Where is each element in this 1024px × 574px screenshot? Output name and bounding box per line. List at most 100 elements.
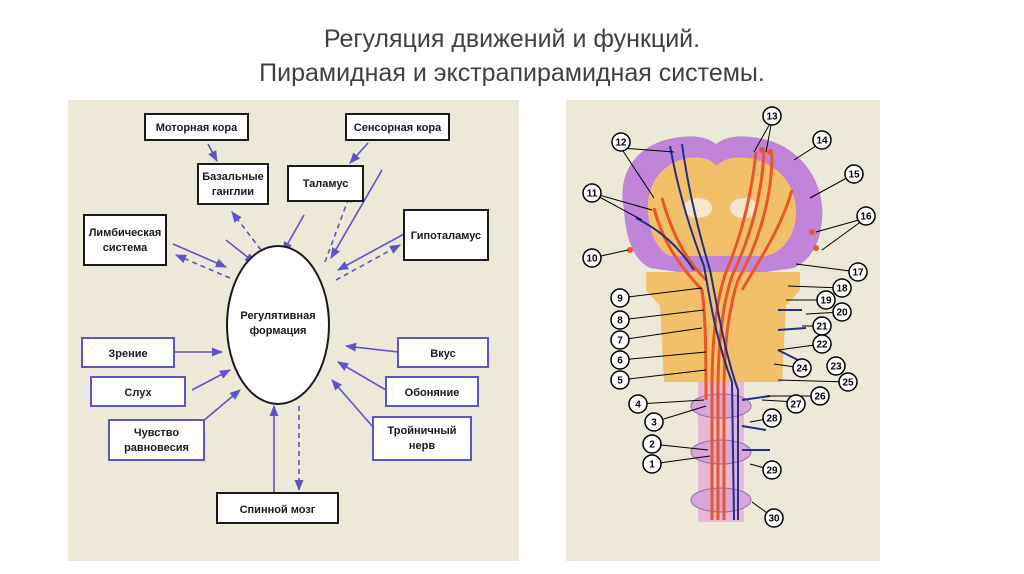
callout-circle <box>582 183 602 203</box>
basal-ganglia-label-1: Базальные <box>202 171 264 183</box>
callout-circle <box>832 278 852 298</box>
callout-26: 26 <box>810 386 830 406</box>
trigeminal-label-1: Тройничный <box>387 425 456 437</box>
extrapyramidal-tract <box>635 143 807 521</box>
trigeminal-nerve-box: Тройничный нерв <box>372 416 472 461</box>
callout-circle <box>642 434 662 454</box>
callout-28: 28 <box>762 408 782 428</box>
callout-circle <box>810 386 830 406</box>
callout-circle <box>838 372 858 392</box>
callout-14: 14 <box>812 130 832 150</box>
balance-box: Чувство равновесия <box>108 419 205 461</box>
callout-circle <box>792 358 812 378</box>
callout-number: 13 <box>766 112 778 123</box>
callout-circle <box>611 132 631 152</box>
callout-13: 13 <box>762 106 782 126</box>
center-label-1: Регулятивная <box>240 310 315 322</box>
vision-label: Зрение <box>108 348 147 360</box>
callout-27: 27 <box>786 394 806 414</box>
callout-number: 15 <box>848 170 860 181</box>
callout-circle <box>582 248 602 268</box>
hearing-label: Слух <box>124 387 152 399</box>
motor-cortex-label: Моторная кора <box>156 122 238 134</box>
diagram-canvas: Регулятивная формация Моторная кора Сенс… <box>81 113 489 524</box>
callout-number: 4 <box>635 400 641 411</box>
anatomy-callouts: 1234567891011121314151617181920212223242… <box>582 106 876 528</box>
limbic-system-box: Лимбическая система <box>83 214 167 266</box>
callout-12: 12 <box>611 132 631 152</box>
callout-circle <box>826 356 846 376</box>
ventricle-right <box>730 198 758 218</box>
reticular-formation-diagram: Регулятивная формация Моторная кора Сенс… <box>68 100 519 561</box>
callout-number: 24 <box>796 364 808 375</box>
callout-number: 12 <box>615 138 627 149</box>
callout-number: 25 <box>842 378 854 389</box>
callout-number: 21 <box>816 322 828 333</box>
callout-9: 9 <box>610 288 630 308</box>
basal-ganglia-box: Базальные ганглии <box>197 163 269 205</box>
callout-circle <box>610 310 630 330</box>
balance-label-2: равновесия <box>124 442 189 454</box>
smell-label: Обоняние <box>405 387 460 399</box>
callout-number: 2 <box>649 440 655 451</box>
callout-number: 22 <box>816 340 828 351</box>
callout-20: 20 <box>832 302 852 322</box>
callout-circle <box>762 408 782 428</box>
callout-circle <box>812 130 832 150</box>
callout-16: 16 <box>856 206 876 226</box>
callout-22: 22 <box>812 334 832 354</box>
callout-circle <box>644 412 664 432</box>
spinal-cord-label: Спинной мозг <box>240 504 316 516</box>
callout-7: 7 <box>610 330 630 350</box>
callout-circle <box>816 290 836 310</box>
title-line-1: Регуляция движений и функций. <box>323 25 701 53</box>
slide-title: Регуляция движений и функций. Пирамидная… <box>0 22 1024 90</box>
callout-number: 1 <box>649 460 655 471</box>
callout-number: 29 <box>766 466 778 477</box>
callout-number: 27 <box>790 400 802 411</box>
taste-box: Вкус <box>397 337 489 368</box>
title-line-2: Пирамидная и экстрапирамидная системы. <box>259 59 765 87</box>
hypothalamus-label: Гипоталамус <box>411 230 481 242</box>
callout-29: 29 <box>762 460 782 480</box>
callout-circle <box>610 370 630 390</box>
center-label-2: формация <box>250 325 307 337</box>
callout-leaders <box>591 119 867 519</box>
sensory-cortex-box: Сенсорная кора <box>345 113 450 141</box>
callout-6: 6 <box>610 350 630 370</box>
callout-number: 10 <box>586 254 598 265</box>
callout-circle <box>610 288 630 308</box>
callout-5: 5 <box>610 370 630 390</box>
callout-circle <box>764 508 784 528</box>
callout-number: 17 <box>852 268 864 279</box>
callout-3: 3 <box>644 412 664 432</box>
basal-ganglia-label-2: ганглии <box>212 186 254 198</box>
callout-15: 15 <box>844 164 864 184</box>
callout-17: 17 <box>848 262 868 282</box>
motor-cortex-box: Моторная кора <box>144 113 249 141</box>
callout-number: 8 <box>617 316 623 327</box>
callout-19: 19 <box>816 290 836 310</box>
callout-number: 11 <box>587 189 598 200</box>
callout-number: 6 <box>617 356 623 367</box>
callout-circle <box>844 164 864 184</box>
callout-24: 24 <box>792 358 812 378</box>
callout-number: 26 <box>814 392 826 403</box>
callout-number: 7 <box>617 336 623 347</box>
callout-circle <box>642 454 662 474</box>
callout-circle <box>762 460 782 480</box>
taste-label: Вкус <box>430 348 455 360</box>
callout-number: 20 <box>836 308 848 319</box>
callout-30: 30 <box>764 508 784 528</box>
vision-box: Зрение <box>81 337 175 368</box>
callout-number: 28 <box>766 414 778 425</box>
callout-25: 25 <box>838 372 858 392</box>
callout-circle <box>628 394 648 414</box>
callout-number: 9 <box>617 294 623 305</box>
callout-2: 2 <box>642 434 662 454</box>
connection-arrows <box>172 142 405 493</box>
limbic-label-1: Лимбическая <box>89 227 162 239</box>
callout-circle <box>610 330 630 350</box>
callout-number: 5 <box>617 376 623 387</box>
limbic-label-2: система <box>103 242 148 254</box>
